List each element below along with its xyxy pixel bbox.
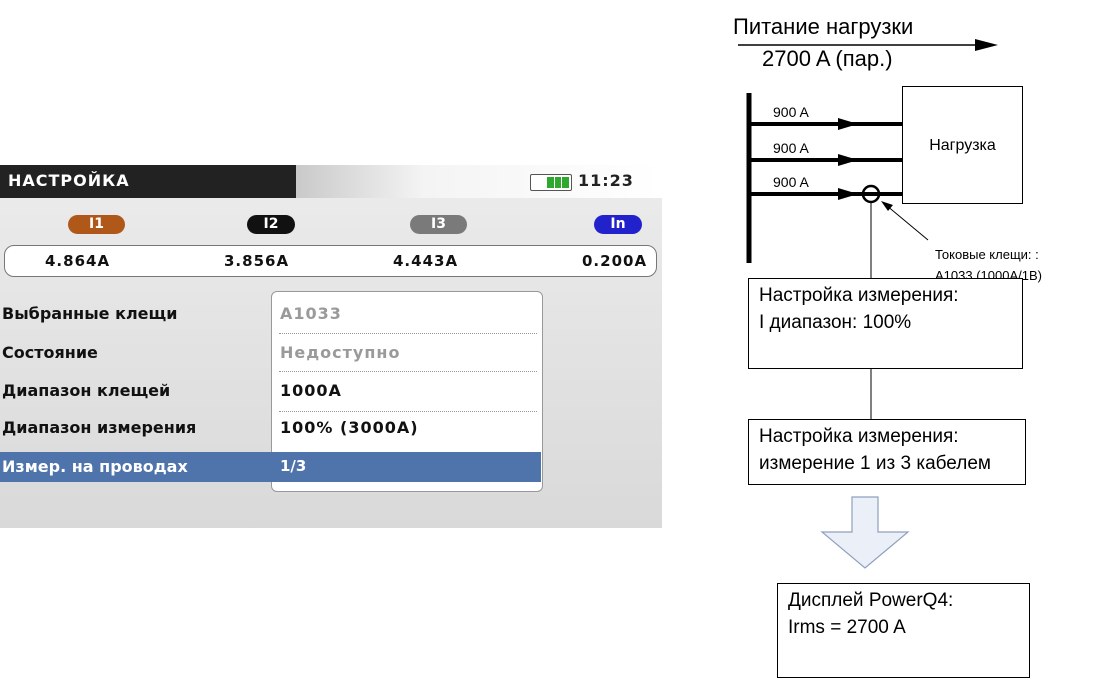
device-screen: НАСТРОЙКА 11:23 I1 I2 I3 In 4.864A 3.856… xyxy=(0,165,662,528)
setup-box-range: Настройка измерения: I диапазон: 100% xyxy=(748,278,1023,369)
clock: 11:23 xyxy=(578,171,634,190)
setting-label-wire-measure: Измер. на проводах xyxy=(2,457,188,476)
channel-badge-in: In xyxy=(594,215,642,234)
clamp-pointer-head xyxy=(881,201,893,211)
value-i2: 3.856A xyxy=(224,252,290,270)
setting-value-state: Недоступно xyxy=(280,343,401,362)
setting-label-state[interactable]: Состояние xyxy=(2,343,98,362)
value-i1: 4.864A xyxy=(45,252,111,270)
setting-label-measure-range[interactable]: Диапазон измерения xyxy=(2,418,197,437)
display-box-line1: Дисплей PowerQ4: xyxy=(788,590,954,611)
display-box-line2: Irms = 2700 A xyxy=(788,617,906,638)
clamp-label-line1: Токовые клещи: : xyxy=(935,247,1039,262)
wire-2-arrow xyxy=(838,154,858,166)
row-divider xyxy=(279,371,537,372)
setup-box-wires-line1: Настройка измерения: xyxy=(759,426,959,447)
display-box: Дисплей PowerQ4: Irms = 2700 A xyxy=(777,583,1030,678)
setting-row-selected[interactable]: Измер. на проводах 1/3 xyxy=(0,452,541,482)
setting-value-measure-range[interactable]: 100% (3000A) xyxy=(280,418,419,437)
title-bar-fade xyxy=(296,165,662,198)
setup-box-range-line2: I диапазон: 100% xyxy=(759,312,912,333)
screen-title: НАСТРОЙКА xyxy=(8,171,130,190)
wire-1-label: 900 A xyxy=(773,104,809,120)
setting-label-clamp-range[interactable]: Диапазон клещей xyxy=(2,381,171,400)
title-bar: НАСТРОЙКА 11:23 xyxy=(0,165,662,198)
setting-label-selected-clamp[interactable]: Выбранные клещи xyxy=(2,304,178,323)
battery-icon xyxy=(530,174,572,191)
wire-3-arrow xyxy=(838,188,858,200)
row-divider xyxy=(279,333,537,334)
current-values-bar: 4.864A 3.856A 4.443A 0.200A xyxy=(4,245,657,277)
channel-badge-i3: I3 xyxy=(410,215,467,234)
setup-box-wires-line2: измерение 1 из 3 кабелем xyxy=(759,453,991,474)
value-i3: 4.443A xyxy=(393,252,459,270)
clamp-pointer-line xyxy=(885,204,929,241)
row-divider xyxy=(279,411,537,412)
channel-badge-i1: I1 xyxy=(68,215,125,234)
channel-badge-i2: I2 xyxy=(247,215,295,234)
setting-value-clamp-range[interactable]: 1000A xyxy=(280,381,342,400)
wire-1-arrow xyxy=(838,118,858,130)
supply-value: 2700 A (пар.) xyxy=(762,46,893,71)
wire-3-label: 900 A xyxy=(773,174,809,190)
supply-label: Питание нагрузки xyxy=(733,14,914,39)
load-box: Нагрузка xyxy=(902,86,1023,204)
title-tab xyxy=(0,165,296,198)
setting-value-wire-measure: 1/3 xyxy=(280,457,307,475)
value-in: 0.200A xyxy=(582,252,648,270)
wire-2-label: 900 A xyxy=(773,140,809,156)
down-arrow-icon xyxy=(820,496,910,569)
supply-arrow-head xyxy=(975,39,998,51)
setup-box-wires: Настройка измерения: измерение 1 из 3 ка… xyxy=(748,419,1026,485)
setup-box-range-line1: Настройка измерения: xyxy=(759,285,959,306)
setting-value-selected-clamp: A1033 xyxy=(280,304,342,323)
